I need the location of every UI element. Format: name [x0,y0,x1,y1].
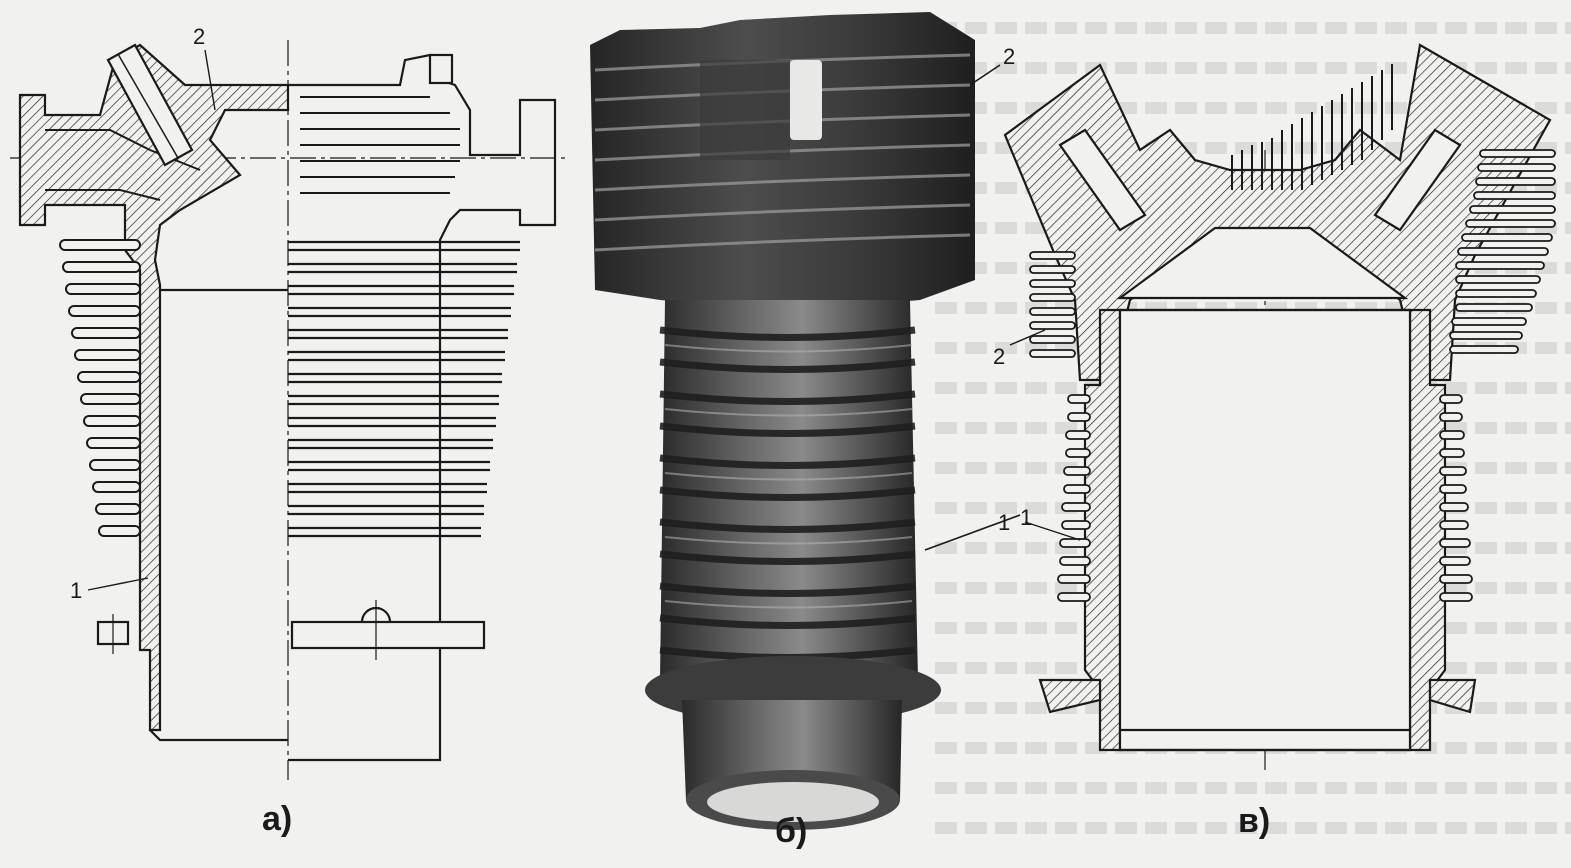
drawing-c-section [1003,43,1556,770]
label-b-barrel: 1 [1020,505,1033,530]
a-valve [106,43,194,167]
caption-c: в) [1238,802,1271,840]
a-head-section [18,43,290,732]
drawing-b-photo [590,12,1021,830]
caption-b: б) [775,812,808,850]
a-right-fins [288,240,520,538]
label-a-barrel: 1 [70,578,83,603]
c-flange-right [1428,678,1477,714]
c-valve-left [1058,128,1147,232]
label-c-barrel: 1 [998,510,1011,535]
c-head-side-fins [1029,149,1556,358]
label-a-head: 2 [193,24,206,49]
a-flange [290,620,486,650]
c-barrel-fins [1057,394,1473,602]
a-left-fins [59,239,141,537]
b-barrel [660,300,918,680]
caption-a: а) [262,800,293,838]
c-flange-left [1038,678,1102,714]
label-c-head: 2 [993,344,1006,369]
label-b-head: 2 [1003,44,1016,69]
drawing-a-section [10,40,565,780]
c-valve-right [1373,128,1462,232]
c-top-fins [1231,64,1393,190]
a-head-fins [300,96,460,194]
